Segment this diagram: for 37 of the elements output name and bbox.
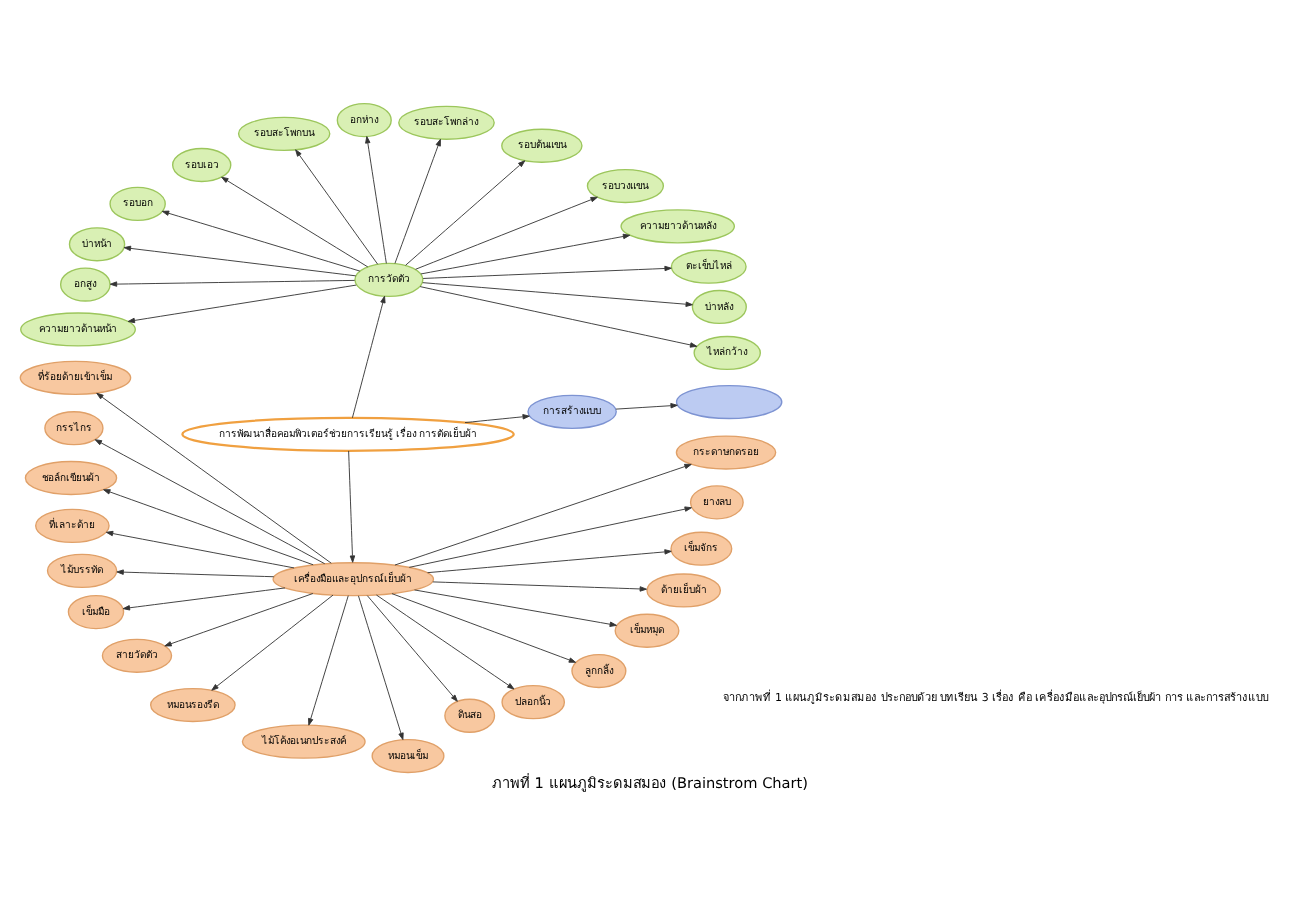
arrow: [116, 569, 275, 578]
arrow: [427, 549, 672, 574]
arrow: [394, 463, 692, 566]
arrow: [391, 593, 577, 663]
arrow: [123, 245, 357, 277]
arrow: [358, 595, 404, 741]
arrow: [365, 136, 387, 264]
arrow: [394, 138, 441, 264]
arrow: [348, 450, 356, 563]
arrow: [366, 595, 458, 702]
arrow: [295, 149, 379, 265]
arrow: [109, 279, 356, 287]
arrow: [122, 587, 286, 611]
arrow: [432, 581, 647, 592]
arrow: [211, 594, 334, 691]
arrow: [420, 233, 631, 275]
arrow: [161, 210, 361, 272]
arrow: [419, 286, 698, 348]
arrow: [422, 265, 672, 279]
arrow: [308, 595, 349, 726]
arrow: [164, 593, 314, 647]
arrow: [422, 282, 693, 307]
arrow: [96, 392, 332, 564]
arrow: [405, 160, 526, 266]
arrow: [351, 295, 386, 419]
arrow: [221, 176, 369, 268]
arrow: [414, 589, 617, 627]
arrow: [615, 403, 678, 410]
arrow: [464, 414, 530, 424]
arrow: [415, 196, 598, 270]
arrow: [376, 594, 515, 690]
arrow: [105, 530, 295, 569]
arrow: [94, 439, 326, 565]
arrow: [127, 284, 357, 324]
arrow: [103, 489, 314, 566]
node-ellipse: [675, 384, 783, 420]
arrow: [408, 506, 692, 568]
